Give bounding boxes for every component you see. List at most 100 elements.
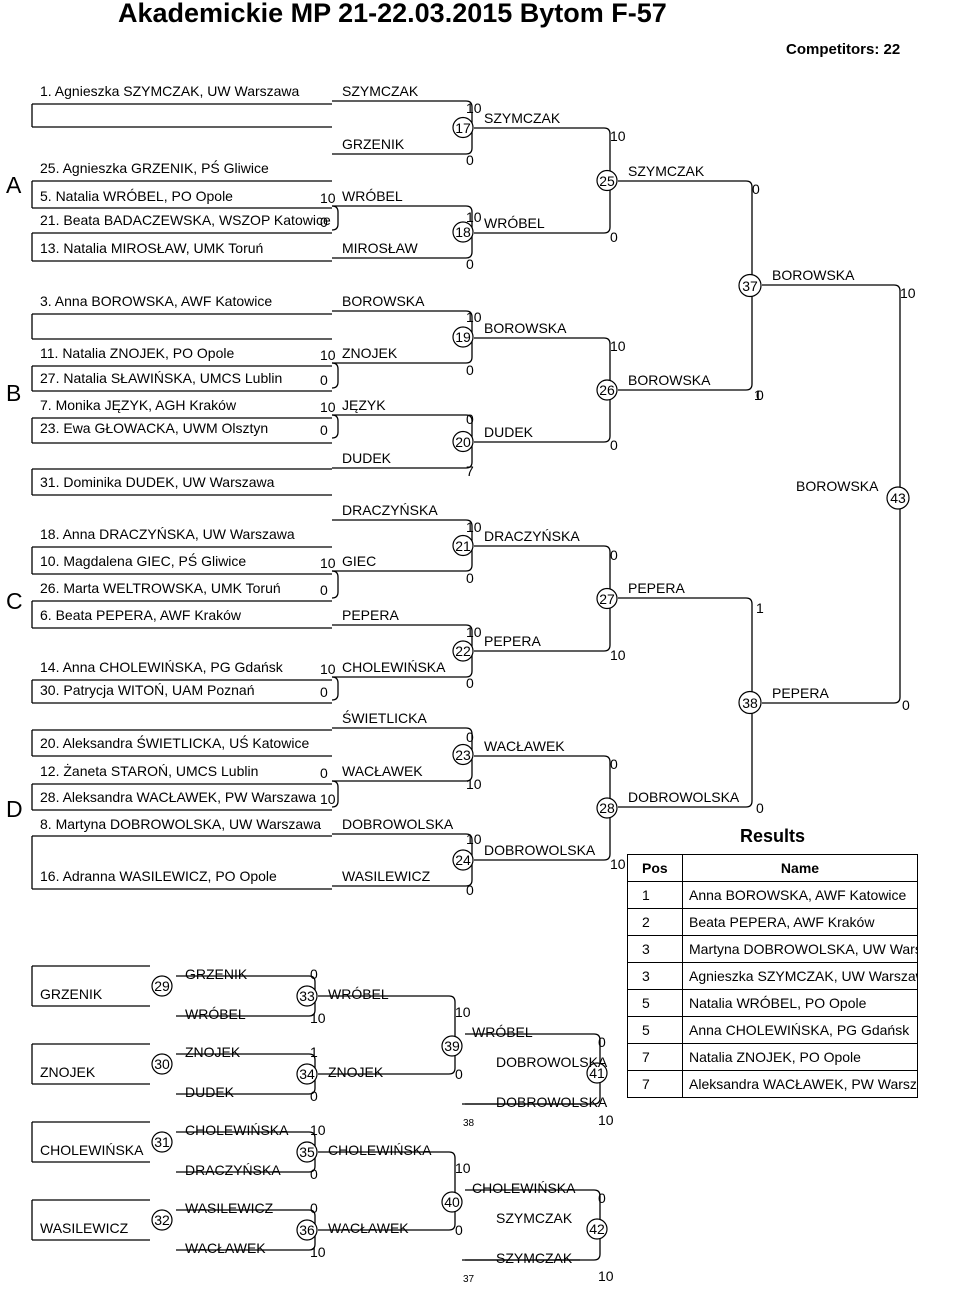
- score: 10: [466, 309, 482, 325]
- score: 0: [902, 697, 910, 713]
- score: 0: [320, 684, 328, 700]
- rep-name: WACŁAWEK: [185, 1240, 266, 1256]
- bracket-connector: [331, 414, 339, 439]
- score: 0: [455, 1222, 463, 1238]
- entry-name: 30. Patrycja WITOŃ, UAM Poznań: [40, 682, 255, 698]
- score: 10: [320, 399, 336, 415]
- rep-entry-name: ZNOJEK: [40, 1064, 96, 1080]
- score: 0: [310, 966, 318, 982]
- entry-name: 27. Natalia SŁAWIŃSKA, UMCS Lublin: [40, 370, 283, 386]
- pool-label-c: C: [6, 588, 23, 614]
- results-header-row: Pos Name: [627, 854, 918, 882]
- entry-name: 14. Anna CHOLEWIŃSKA, PG Gdańsk: [40, 659, 283, 675]
- pool-label-b: B: [6, 380, 22, 406]
- result-pos: 3: [627, 962, 683, 990]
- bracket-connector: [318, 1151, 456, 1231]
- rep-entry-name: GRZENIK: [40, 986, 103, 1002]
- match-number-circle: [151, 1131, 173, 1153]
- result-pos: 3: [627, 935, 683, 963]
- score: 10: [610, 128, 626, 144]
- score: 10: [310, 1122, 326, 1138]
- score: 10: [466, 209, 482, 225]
- score: 10: [455, 1160, 471, 1176]
- score: 10: [598, 1268, 614, 1284]
- bracket-connector: [331, 205, 339, 231]
- r3-name: PEPERA: [628, 580, 685, 596]
- match-number-circle: [452, 743, 474, 766]
- entry-name: 7. Monika JĘZYK, AGH Kraków: [40, 397, 237, 413]
- rep-winner: CHOLEWIŃSKA: [472, 1180, 576, 1196]
- rep-winner: ZNOJEK: [328, 1064, 384, 1080]
- score: 0: [310, 1088, 318, 1104]
- rep-name: WRÓBEL: [185, 1006, 246, 1022]
- rep-name: DUDEK: [185, 1084, 235, 1100]
- entry-name: 21. Beata BADACZEWSKA, WSZOP Katowice: [40, 212, 331, 228]
- match-number-circle: [586, 1062, 608, 1084]
- match-number: 27: [599, 590, 615, 607]
- match-number: 18: [455, 224, 471, 240]
- match-number-circle: [452, 326, 474, 348]
- r4-name: BOROWSKA: [772, 267, 855, 283]
- match-number: 32: [154, 1212, 170, 1228]
- match-number: 38: [742, 694, 758, 711]
- score: 10: [320, 347, 336, 363]
- pool-label-a: A: [6, 172, 22, 198]
- match-number: 28: [599, 800, 615, 816]
- score: 10: [310, 1244, 326, 1260]
- score: 0: [466, 152, 474, 168]
- score: 0: [466, 411, 474, 427]
- entry-name: 16. Adranna WASILEWICZ, PO Opole: [40, 868, 277, 884]
- r3-name: DOBROWOLSKA: [628, 789, 740, 805]
- score: 0: [466, 362, 474, 378]
- score: 10: [466, 100, 482, 116]
- r2-name: WACŁAWEK: [484, 738, 565, 754]
- match-number: 35: [299, 1144, 315, 1160]
- entry-name: 5. Natalia WRÓBEL, PO Opole: [40, 188, 233, 204]
- match-number: 41: [589, 1065, 605, 1081]
- match-number: 30: [154, 1056, 170, 1072]
- score: 0: [466, 729, 474, 745]
- score: 0: [466, 882, 474, 898]
- score: 0: [466, 256, 474, 272]
- bracket-connector: [331, 676, 339, 701]
- match-number-circle: [586, 1218, 608, 1240]
- r1-name: BOROWSKA: [342, 293, 425, 309]
- match-number: 42: [589, 1221, 605, 1237]
- match-number: 23: [455, 746, 471, 763]
- entry-name: 25. Agnieszka GRZENIK, PŚ Gliwice: [40, 160, 269, 176]
- score: 10: [466, 624, 482, 640]
- score: 0: [320, 372, 328, 388]
- entry-name: 3. Anna BOROWSKA, AWF Katowice: [40, 293, 273, 309]
- rep-winner: CHOLEWIŃSKA: [328, 1142, 432, 1158]
- bracket-connector: [331, 570, 339, 599]
- r2-name: BOROWSKA: [484, 320, 567, 336]
- r2-name: SZYMCZAK: [484, 110, 561, 126]
- match-number-circle: [151, 1209, 173, 1231]
- result-pos: 1: [627, 881, 683, 909]
- entry-name: 31. Dominika DUDEK, UW Warszawa: [40, 474, 275, 490]
- r3-name: SZYMCZAK: [628, 163, 705, 179]
- entry-name: 28. Aleksandra WACŁAWEK, PW Warszawa: [40, 789, 317, 805]
- match-number-circle: [296, 1219, 318, 1241]
- result-name: Agnieszka SZYMCZAK, UW Warszawa: [682, 962, 918, 990]
- match-number-circle: [452, 640, 474, 662]
- r1-name: WASILEWICZ: [342, 868, 431, 884]
- entry-name: 1. Agnieszka SZYMCZAK, UW Warszawa: [40, 83, 300, 99]
- score: 0: [466, 570, 474, 586]
- match-number: 29: [154, 978, 170, 994]
- match-number-circle: [296, 1141, 318, 1163]
- score: 1: [756, 600, 764, 616]
- r1-name: GIEC: [342, 553, 377, 569]
- result-name: Anna CHOLEWIŃSKA, PG Gdańsk: [682, 1016, 918, 1044]
- r4-name: PEPERA: [772, 685, 829, 701]
- rep-entry-name: CHOLEWIŃSKA: [40, 1142, 144, 1158]
- bracket-connector: [318, 995, 456, 1075]
- score: 10: [466, 776, 482, 792]
- match-number: 21: [455, 537, 471, 554]
- r2-name: DRACZYŃSKA: [484, 528, 580, 544]
- score: 1: [754, 387, 762, 403]
